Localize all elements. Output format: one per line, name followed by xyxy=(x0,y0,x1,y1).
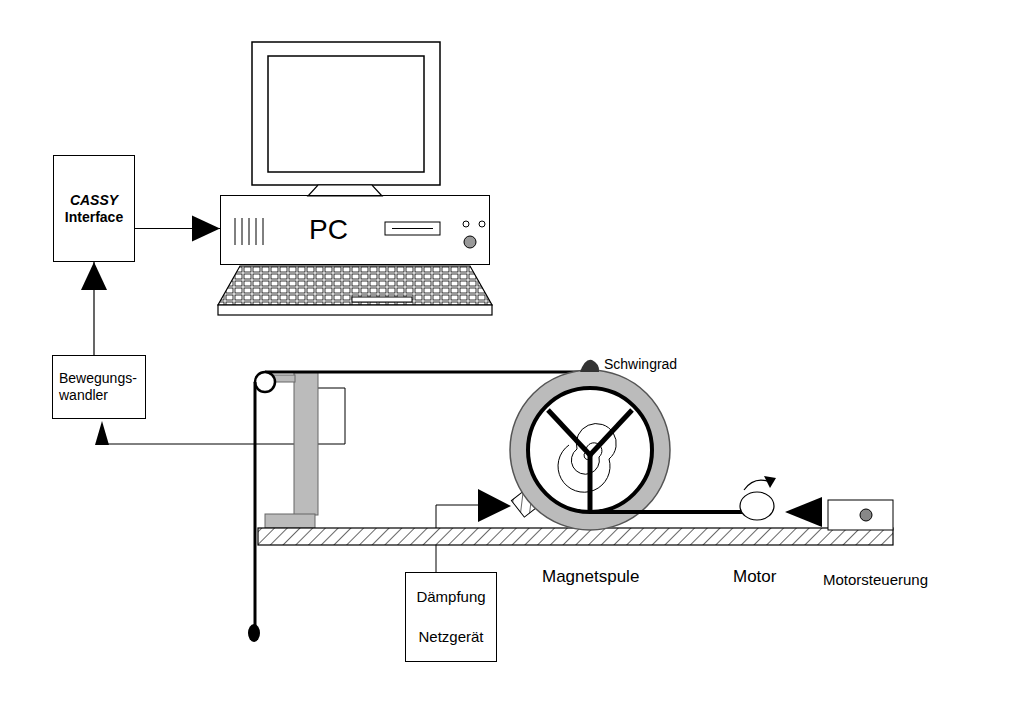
stand xyxy=(265,514,315,528)
monitor xyxy=(252,42,440,196)
motor-control xyxy=(860,509,872,521)
wheel xyxy=(590,510,745,514)
damping-wire xyxy=(436,489,511,572)
damping-wire xyxy=(478,489,511,522)
box-text: CASSY xyxy=(70,192,118,209)
pc-details xyxy=(242,218,243,245)
wheel xyxy=(580,360,599,372)
pc-details xyxy=(235,218,485,248)
box-text: Bewegungs- wandler xyxy=(59,370,141,404)
keyboard xyxy=(218,266,492,305)
part-label: Motor xyxy=(733,567,776,587)
stand xyxy=(294,372,318,515)
pc-details xyxy=(235,218,236,245)
signal-arrow xyxy=(135,216,220,242)
interface-box: CASSYInterface xyxy=(53,155,135,262)
stand xyxy=(254,382,257,626)
motor xyxy=(785,497,822,527)
motor xyxy=(744,480,770,490)
motor-control xyxy=(828,500,893,530)
box-text: Dämpfung xyxy=(416,588,485,606)
box-text: PC xyxy=(309,213,348,247)
sensor-wire xyxy=(95,421,109,445)
damping-wire xyxy=(436,545,437,572)
wheel xyxy=(510,360,745,530)
pc-details xyxy=(256,218,257,245)
box-text: Netzgerät xyxy=(418,628,483,646)
pc-details xyxy=(263,218,264,245)
part-label: Schwingrad xyxy=(604,356,677,373)
part-label: Motorsteuerung xyxy=(823,571,928,589)
wheel xyxy=(510,370,670,530)
wheel xyxy=(528,388,652,512)
stand xyxy=(265,371,590,374)
motor-control xyxy=(828,500,893,530)
damping-wire xyxy=(436,505,480,528)
stand xyxy=(255,372,275,392)
pc-details xyxy=(392,228,433,229)
pc-details xyxy=(463,221,469,227)
keyboard xyxy=(352,297,412,302)
motor xyxy=(764,476,776,488)
base-plate xyxy=(258,528,893,545)
signal-arrow xyxy=(81,262,107,355)
pc-unit: PC xyxy=(220,195,490,265)
monitor xyxy=(268,56,424,172)
box-text: Interface xyxy=(65,209,123,226)
keyboard xyxy=(218,266,492,315)
wheel xyxy=(588,455,593,512)
part-label: Magnetspule xyxy=(542,567,639,587)
pc-details xyxy=(249,218,250,245)
pc-details xyxy=(385,222,440,235)
pc-details xyxy=(479,221,485,227)
pc-details xyxy=(464,236,476,248)
motor xyxy=(740,492,774,520)
keyboard xyxy=(218,305,492,315)
wheel xyxy=(590,410,632,455)
transducer-box: Bewegungs- wandler xyxy=(52,355,146,419)
motor xyxy=(740,476,822,527)
monitor xyxy=(252,42,440,185)
wheel xyxy=(548,410,590,455)
arrow-head xyxy=(192,216,220,242)
power-supply-box: DämpfungNetzgerät xyxy=(405,572,497,662)
arrow-head xyxy=(81,262,107,290)
stand xyxy=(248,624,260,642)
